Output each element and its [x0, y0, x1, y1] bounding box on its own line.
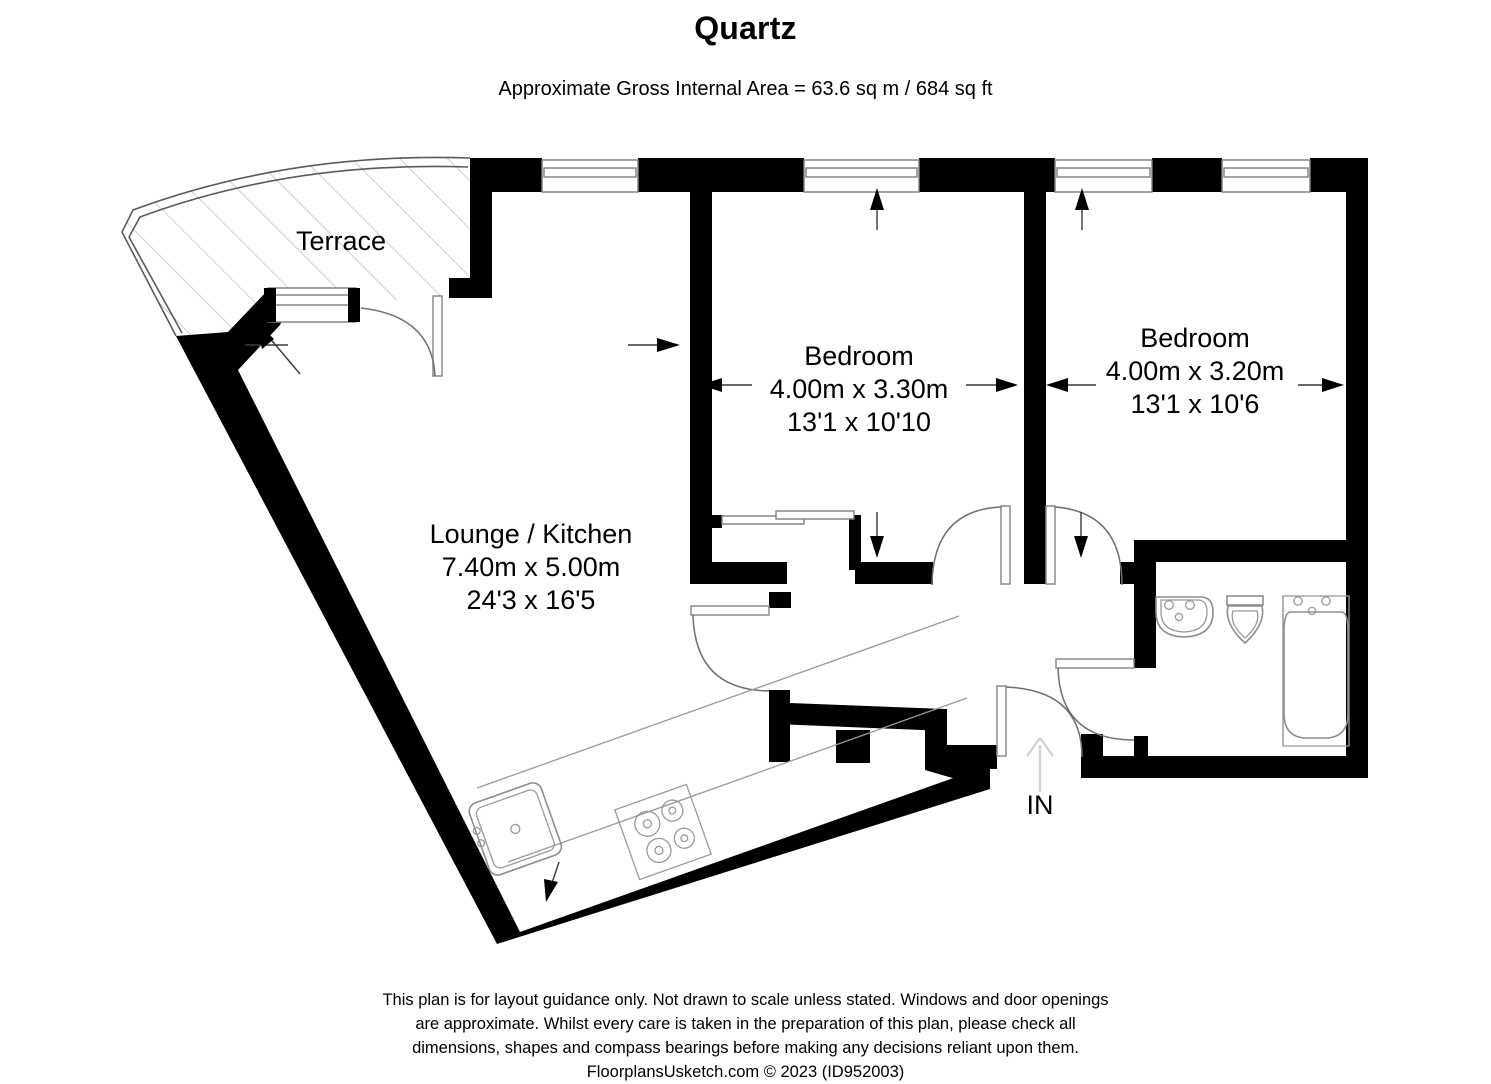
room-dims-lounge-kitchen-imperial: 24'3 x 16'5: [467, 585, 596, 615]
terrace-left-edge: [121, 231, 177, 337]
windows: [264, 159, 1311, 323]
room-dims-bedroom-1-metric: 4.00m x 3.30m: [770, 374, 949, 404]
entrance-up-arrow-icon: [1026, 737, 1054, 792]
terrace-outer-edge: [121, 156, 471, 233]
room-label-lounge-kitchen: Lounge / Kitchen: [430, 519, 633, 549]
wall-bottom-right: [1087, 756, 1368, 778]
wall-bedroom2-bottom-left: [1024, 562, 1052, 584]
room-labels: Terrace Lounge / Kitchen 7.40m x 5.00m 2…: [296, 226, 1284, 820]
terrace-left-edge-inner: [128, 236, 183, 334]
cooker-hob-icon: [613, 783, 713, 881]
cupboard-sliding-doors: [721, 510, 855, 525]
footer-line-2: are approximate. Whilst every care is ta…: [415, 1015, 1076, 1033]
wall-lounge-upper-left: [470, 158, 492, 298]
window-bedroom2-top-right: [1221, 159, 1311, 193]
door-bathroom: [1055, 658, 1135, 741]
wall-bedroom1-bottom-left: [690, 562, 787, 584]
entrance-label: IN: [1027, 790, 1054, 820]
room-label-terrace: Terrace: [296, 226, 386, 256]
wall-cupboard-jamb: [849, 515, 861, 570]
bathroom-fixtures: [1155, 595, 1350, 747]
wall-bedroom1-bottom-right: [855, 562, 933, 584]
walls: [176, 158, 1368, 944]
window-bedroom2-top-left: [1054, 159, 1153, 193]
kitchen-sink-icon: [468, 782, 563, 876]
room-label-bedroom-1: Bedroom: [804, 341, 914, 371]
room-dims-bedroom-1-imperial: 13'1 x 10'10: [787, 407, 931, 437]
wall-bathroom-left-upper: [1134, 540, 1156, 668]
room-dims-bedroom-2-imperial: 13'1 x 10'6: [1131, 389, 1260, 419]
room-label-bedroom-2: Bedroom: [1140, 323, 1250, 353]
wall-right-exterior: [1346, 158, 1368, 778]
wall-utility-top: [769, 690, 945, 731]
footer-line-1: This plan is for layout guidance only. N…: [382, 991, 1109, 1009]
bathtub-icon: [1282, 595, 1350, 747]
window-bedroom1-top: [803, 159, 920, 193]
wall-cupboard-stub: [690, 515, 722, 528]
door-bedroom2: [1045, 505, 1123, 586]
doors: [360, 295, 1135, 758]
wall-entrance-left: [925, 745, 997, 769]
window-terrace-left: [264, 287, 360, 323]
wall-entrance-right-stub: [1081, 734, 1103, 758]
dimension-arrows: [222, 188, 1344, 902]
wall-lounge-exterior-left: [176, 290, 520, 944]
wall-utility-left: [769, 690, 790, 762]
wall-hall-stub: [769, 592, 791, 608]
wall-bathroom-left-jamb: [1134, 736, 1148, 760]
wall-lounge-left-return: [449, 278, 492, 298]
room-dims-lounge-kitchen-metric: 7.40m x 5.00m: [442, 552, 621, 582]
gross-internal-area: Approximate Gross Internal Area = 63.6 s…: [498, 78, 993, 100]
wall-bathroom-top: [1134, 540, 1368, 562]
door-bedroom1: [931, 505, 1011, 586]
terrace-inner-edge: [128, 165, 469, 238]
door-terrace: [360, 295, 443, 377]
wall-between-bedrooms: [1024, 158, 1046, 580]
wash-basin-icon: [1155, 596, 1214, 638]
page-title: Quartz: [694, 10, 797, 46]
wall-top-seg-2: [638, 158, 804, 192]
room-dims-bedroom-2-metric: 4.00m x 3.20m: [1106, 356, 1285, 386]
toilet-icon: [1226, 595, 1264, 645]
wall-top-seg-4: [1152, 158, 1222, 192]
wall-lounge-exterior-bottom: [497, 765, 990, 944]
window-lounge-top: [541, 159, 639, 193]
door-lounge-hall: [690, 605, 770, 692]
wall-entrance-bottom: [1081, 756, 1141, 778]
wall-lounge-bedroom1: [690, 176, 712, 584]
footer-line-3: dimensions, shapes and compass bearings …: [412, 1039, 1079, 1057]
structural-column: [836, 730, 870, 763]
kitchen-fixtures: [468, 615, 968, 881]
door-entrance: [996, 685, 1083, 758]
disclaimer-footer: This plan is for layout guidance only. N…: [0, 988, 1491, 1084]
footer-credit: FloorplansUsketch.com © 2023 (ID952003): [586, 1063, 905, 1081]
